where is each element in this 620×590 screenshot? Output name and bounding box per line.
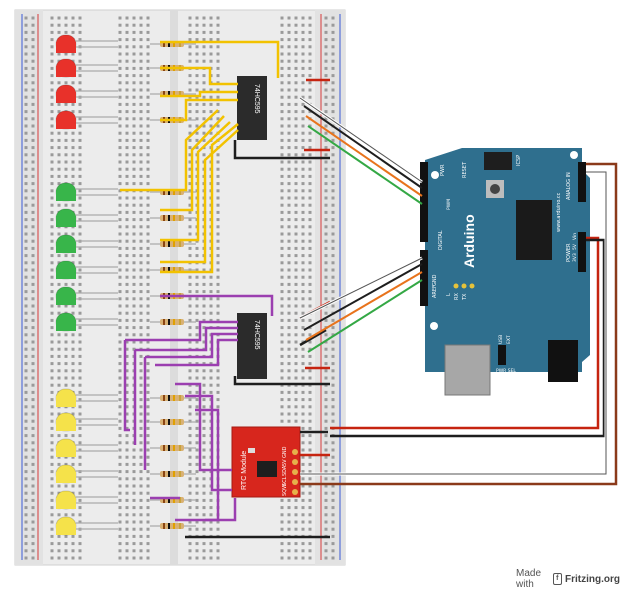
rtc-pin-sda: SDA bbox=[282, 465, 288, 476]
arduino-url: www.arduino.cc bbox=[556, 192, 562, 232]
footer-made-with: Made with bbox=[516, 568, 542, 590]
arduino-icsp-label: ICSP bbox=[516, 155, 522, 166]
arduino-reset-label: RESET bbox=[462, 161, 468, 178]
led-green-6 bbox=[55, 312, 118, 332]
footer-brand: Fritzing.org bbox=[565, 573, 620, 585]
led-red-4 bbox=[55, 110, 118, 130]
led-yellow-6 bbox=[55, 516, 118, 536]
rtc-pin-gnd: GND bbox=[282, 446, 288, 458]
arduino-3v3-label: 3V3 bbox=[572, 253, 578, 262]
led-yellow-2 bbox=[55, 412, 118, 432]
arduino-ext-label: EXT bbox=[506, 335, 512, 344]
arduino-5v-label: 5V bbox=[572, 243, 578, 250]
arduino-rx-label: RX bbox=[454, 293, 460, 300]
resistor-green-6 bbox=[150, 319, 196, 325]
chip-top-label: 74HC595 bbox=[253, 84, 260, 114]
shift-register-bottom: 74HC595 bbox=[237, 313, 267, 379]
led-green-2 bbox=[55, 208, 118, 228]
led-green-3 bbox=[55, 234, 118, 254]
rtc-pin-scl: SCL bbox=[282, 476, 288, 486]
arduino-tx-label: TX bbox=[462, 293, 468, 301]
arduino-uno: Arduino www.arduino.cc RESET ICSP POWER … bbox=[420, 148, 590, 396]
led-yellow-4 bbox=[55, 464, 118, 484]
arduino-pwrsel-label: PWR SEL bbox=[496, 368, 516, 374]
led-red-1 bbox=[55, 34, 118, 54]
led-green-4 bbox=[55, 260, 118, 280]
led-yellow-1 bbox=[55, 388, 118, 408]
breadboard-holes bbox=[24, 16, 335, 560]
arduino-usb-label: USB bbox=[498, 335, 504, 344]
rtc-pin-5v: 5V bbox=[282, 459, 288, 466]
power-wires bbox=[185, 78, 331, 539]
chip-bottom-label: 74HC595 bbox=[253, 320, 260, 350]
rtc-module: RTC Module GND 5V SDA SCL SQW bbox=[231, 426, 301, 498]
arduino-analog-label: ANALOG IN bbox=[566, 172, 572, 200]
resistor-yellow-6 bbox=[150, 523, 196, 529]
arduino-wires bbox=[299, 96, 618, 486]
led-green-5 bbox=[55, 286, 118, 306]
yellow-wires bbox=[120, 40, 280, 274]
led-column bbox=[55, 34, 118, 536]
footer-credit: Made with f Fritzing.org bbox=[516, 568, 620, 590]
arduino-gnd-label: GND bbox=[432, 274, 438, 286]
arduino-brand: Arduino bbox=[461, 214, 477, 268]
rtc-pin-sqw: SQW bbox=[282, 484, 288, 496]
arduino-pwm-label: PWM bbox=[446, 199, 452, 210]
arduino-power-label: POWER bbox=[566, 243, 572, 262]
led-red-2 bbox=[55, 58, 118, 78]
arduino-digital-label: DIGITAL bbox=[438, 230, 444, 250]
led-yellow-3 bbox=[55, 438, 118, 458]
led-red-3 bbox=[55, 84, 118, 104]
resistor-yellow-2 bbox=[150, 419, 196, 425]
rtc-pin-labels: GND 5V SDA SCL SQW bbox=[282, 446, 288, 496]
rtc-label: RTC Module bbox=[241, 451, 248, 490]
resistor-yellow-3 bbox=[150, 445, 196, 451]
resistor-green-2 bbox=[150, 215, 196, 221]
shift-register-top: 74HC595 bbox=[237, 76, 267, 140]
purple-wires bbox=[123, 294, 274, 522]
arduino-pwr-label: PWR bbox=[440, 164, 446, 176]
led-green-1 bbox=[55, 182, 118, 202]
resistor-yellow-4 bbox=[150, 471, 196, 477]
led-yellow-5 bbox=[55, 490, 118, 510]
arduino-l-label: L bbox=[446, 293, 452, 296]
resistor-yellow-1 bbox=[150, 395, 196, 401]
resistor-green-3 bbox=[150, 241, 196, 247]
arduino-aref-label: AREF bbox=[432, 285, 438, 298]
fritzing-logo-icon: f bbox=[552, 573, 562, 585]
arduino-vin-label: Vin bbox=[572, 233, 578, 240]
